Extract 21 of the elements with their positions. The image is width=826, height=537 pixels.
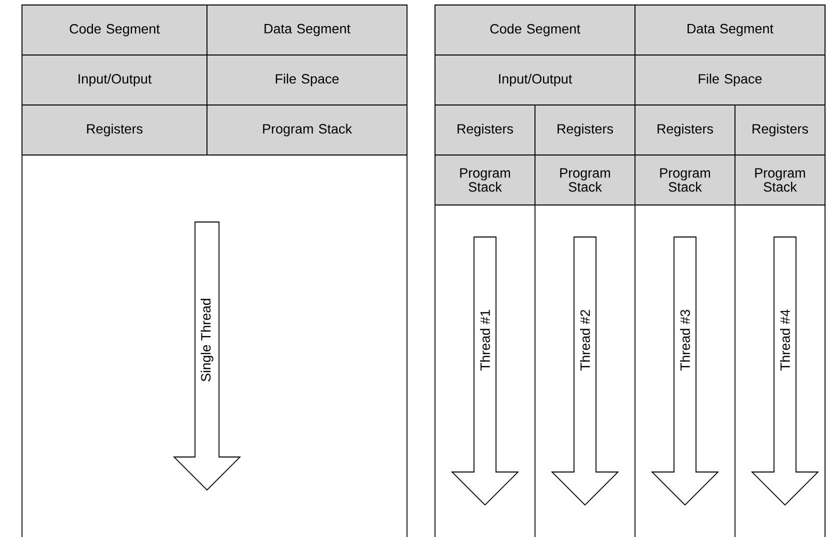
memory-cell: Program Stack bbox=[206, 104, 408, 156]
memory-cell: Registers bbox=[22, 104, 208, 156]
memory-cell: Code Segment bbox=[22, 4, 208, 56]
node-label: File Space bbox=[698, 74, 762, 86]
memory-cell: Code Segment bbox=[434, 4, 636, 56]
memory-cell: Registers bbox=[534, 104, 636, 156]
memory-cell: Input/Output bbox=[434, 54, 636, 106]
memory-cell: Program Stack bbox=[434, 154, 536, 206]
memory-cell: Data Segment bbox=[634, 4, 826, 56]
node-label: Program Stack bbox=[755, 168, 805, 192]
memory-cell: File Space bbox=[206, 54, 408, 106]
memory-cell: Data Segment bbox=[206, 4, 408, 56]
node-label: Registers bbox=[752, 124, 808, 136]
memory-cell: Program Stack bbox=[534, 154, 636, 206]
memory-cell: Registers bbox=[434, 104, 536, 156]
memory-cell: Registers bbox=[634, 104, 736, 156]
memory-cell: Input/Output bbox=[22, 54, 208, 106]
memory-cell: Registers bbox=[734, 104, 826, 156]
memory-cell: Program Stack bbox=[734, 154, 826, 206]
node-label: Data Segment bbox=[688, 24, 774, 36]
memory-cell: Program Stack bbox=[634, 154, 736, 206]
